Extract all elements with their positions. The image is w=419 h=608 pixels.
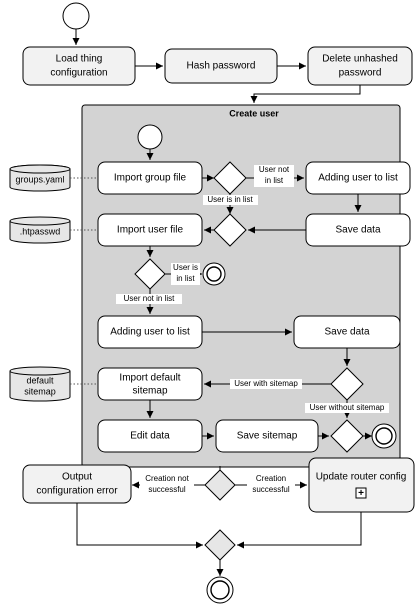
load-config-node[interactable]: Load thing configuration [22, 46, 136, 86]
guard-user-with-sitemap: User with sitemap [234, 379, 298, 388]
svg-text:Save data: Save data [335, 225, 380, 236]
final-merge-decision [204, 529, 236, 561]
svg-text:in list: in list [265, 176, 284, 185]
guard-user-not-in-list-2: User not in list [124, 294, 175, 303]
create-user-title: Create user [229, 108, 279, 118]
svg-text:successful: successful [148, 485, 186, 494]
guard-user-without-sitemap: User without sitemap [310, 403, 385, 412]
hash-password-node[interactable]: Hash password [164, 48, 278, 84]
start-node [62, 2, 90, 30]
svg-text:Import user file: Import user file [117, 225, 184, 236]
update-router-node[interactable]: Update router config + [308, 457, 415, 513]
save-sitemap-node[interactable]: Save sitemap [215, 419, 319, 453]
svg-text:Output: Output [62, 472, 92, 483]
svg-text:in list: in list [176, 274, 195, 283]
svg-text:configuration error: configuration error [36, 486, 118, 497]
expand-icon[interactable] [355, 487, 367, 499]
guard-user-is-in-list-1: User is in list [207, 195, 253, 204]
edit-data-node[interactable]: Edit data [97, 419, 203, 453]
save-data-2-node[interactable]: Save data [293, 315, 401, 349]
svg-text:+: + [358, 488, 364, 499]
guard-creation-successful: Creation [256, 474, 286, 483]
svg-text:groups.yaml: groups.yaml [15, 174, 64, 184]
svg-text:Edit data: Edit data [130, 431, 170, 442]
groups-yaml-file: groups.yaml [9, 164, 71, 192]
output-error-node[interactable]: Output configuration error [22, 464, 132, 504]
svg-text:Adding user to list: Adding user to list [110, 327, 190, 338]
merge-decision-2 [330, 419, 364, 453]
svg-text:Update router config: Update router config [316, 472, 407, 483]
import-group-file-node[interactable]: Import group file [97, 161, 203, 195]
htpasswd-file: .htpasswd [9, 216, 71, 244]
svg-text:sitemap: sitemap [132, 386, 167, 397]
svg-text:sitemap: sitemap [24, 386, 56, 396]
svg-text:successful: successful [252, 485, 290, 494]
creation-decision [204, 469, 236, 501]
import-default-sitemap-node[interactable]: Import default sitemap [97, 367, 203, 401]
merge-decision-1 [213, 213, 247, 247]
guard-user-is-in-list-2: User is [173, 263, 198, 272]
svg-text:Save data: Save data [324, 327, 369, 338]
svg-text:Hash password: Hash password [187, 61, 256, 72]
default-sitemap-file: default sitemap [9, 366, 71, 402]
svg-text:Load thing: Load thing [56, 54, 103, 65]
svg-text:Import default: Import default [119, 373, 180, 384]
import-user-file-node[interactable]: Import user file [97, 213, 203, 247]
inner-start-node [137, 124, 163, 150]
svg-text:Import group file: Import group file [114, 173, 187, 184]
save-data-1-node[interactable]: Save data [305, 213, 411, 247]
delete-unhashed-node[interactable]: Delete unhashed password [307, 46, 413, 86]
adding-user-1-node[interactable]: Adding user to list [305, 161, 411, 195]
svg-text:default: default [26, 375, 54, 385]
svg-text:.htpasswd: .htpasswd [20, 226, 61, 236]
adding-user-2-node[interactable]: Adding user to list [97, 315, 203, 349]
svg-text:Save sitemap: Save sitemap [237, 431, 298, 442]
svg-text:Delete unhashed: Delete unhashed [322, 54, 398, 65]
svg-text:configuration: configuration [50, 68, 107, 79]
svg-text:Adding user to list: Adding user to list [318, 173, 398, 184]
guard-user-not-in-list-1: User not [259, 165, 290, 174]
guard-creation-not-successful: Creation not [145, 474, 189, 483]
svg-text:password: password [339, 68, 382, 79]
